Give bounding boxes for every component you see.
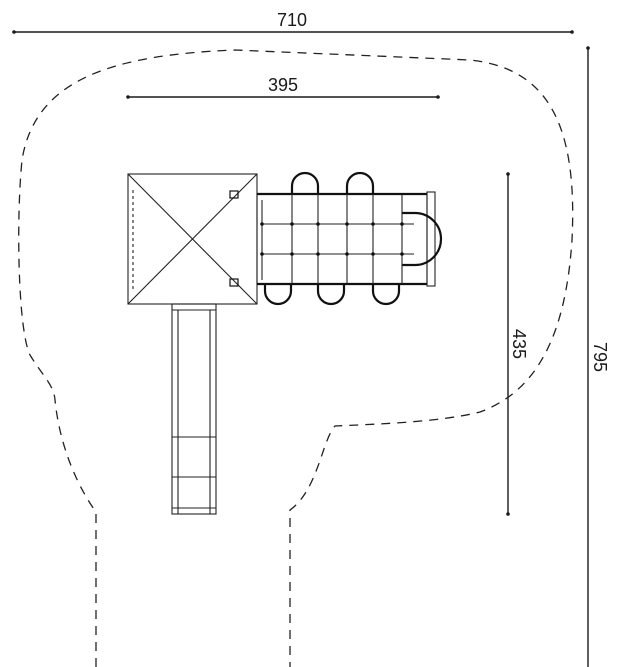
hoop-bottom-1 xyxy=(263,284,293,306)
post-bracket-top xyxy=(229,190,239,199)
structure-length-label: 435 xyxy=(509,329,529,359)
structure-width-dimension: 395 xyxy=(126,75,440,99)
slide-outline xyxy=(171,303,217,515)
net-knot xyxy=(316,252,320,256)
net-knot xyxy=(345,252,349,256)
structure-length-dimension: 435 xyxy=(506,172,529,516)
net-knots xyxy=(260,222,404,256)
overall-length-label: 795 xyxy=(590,342,610,372)
overall-length-dimension: 795 xyxy=(586,46,610,667)
hoop-end xyxy=(402,211,443,267)
roof-diagonal-2 xyxy=(127,173,258,305)
structure-length-end-top xyxy=(506,172,510,176)
net-knot xyxy=(316,222,320,226)
net-knot xyxy=(400,222,404,226)
structure-width-end-right xyxy=(436,95,440,99)
net-knot xyxy=(290,252,294,256)
net-knot xyxy=(260,252,264,256)
hoop-bottom-3 xyxy=(371,284,401,306)
tower-roof xyxy=(127,173,258,305)
hoop-top-1 xyxy=(290,171,320,194)
structure-width-end-left xyxy=(126,95,130,99)
post-bracket-bottom xyxy=(229,278,239,287)
structure-length-end-bottom xyxy=(506,512,510,516)
hoop-bottom-2 xyxy=(316,284,346,306)
net-knot xyxy=(290,222,294,226)
net-knot xyxy=(345,222,349,226)
safety-zone-outline xyxy=(18,49,574,667)
net-knot xyxy=(371,252,375,256)
overall-width-dimension: 710 xyxy=(12,10,574,34)
overall-width-label: 710 xyxy=(277,10,307,30)
net-knot xyxy=(260,222,264,226)
overall-length-end-top xyxy=(586,46,590,50)
overall-width-end-left xyxy=(12,30,16,34)
hoop-top-2 xyxy=(345,171,375,194)
climbing-net xyxy=(256,171,443,306)
net-knot xyxy=(371,222,375,226)
slide xyxy=(171,303,217,515)
structure-width-label: 395 xyxy=(268,75,298,95)
net-end-post xyxy=(426,191,436,287)
overall-width-end-right xyxy=(570,30,574,34)
net-knot xyxy=(400,252,404,256)
